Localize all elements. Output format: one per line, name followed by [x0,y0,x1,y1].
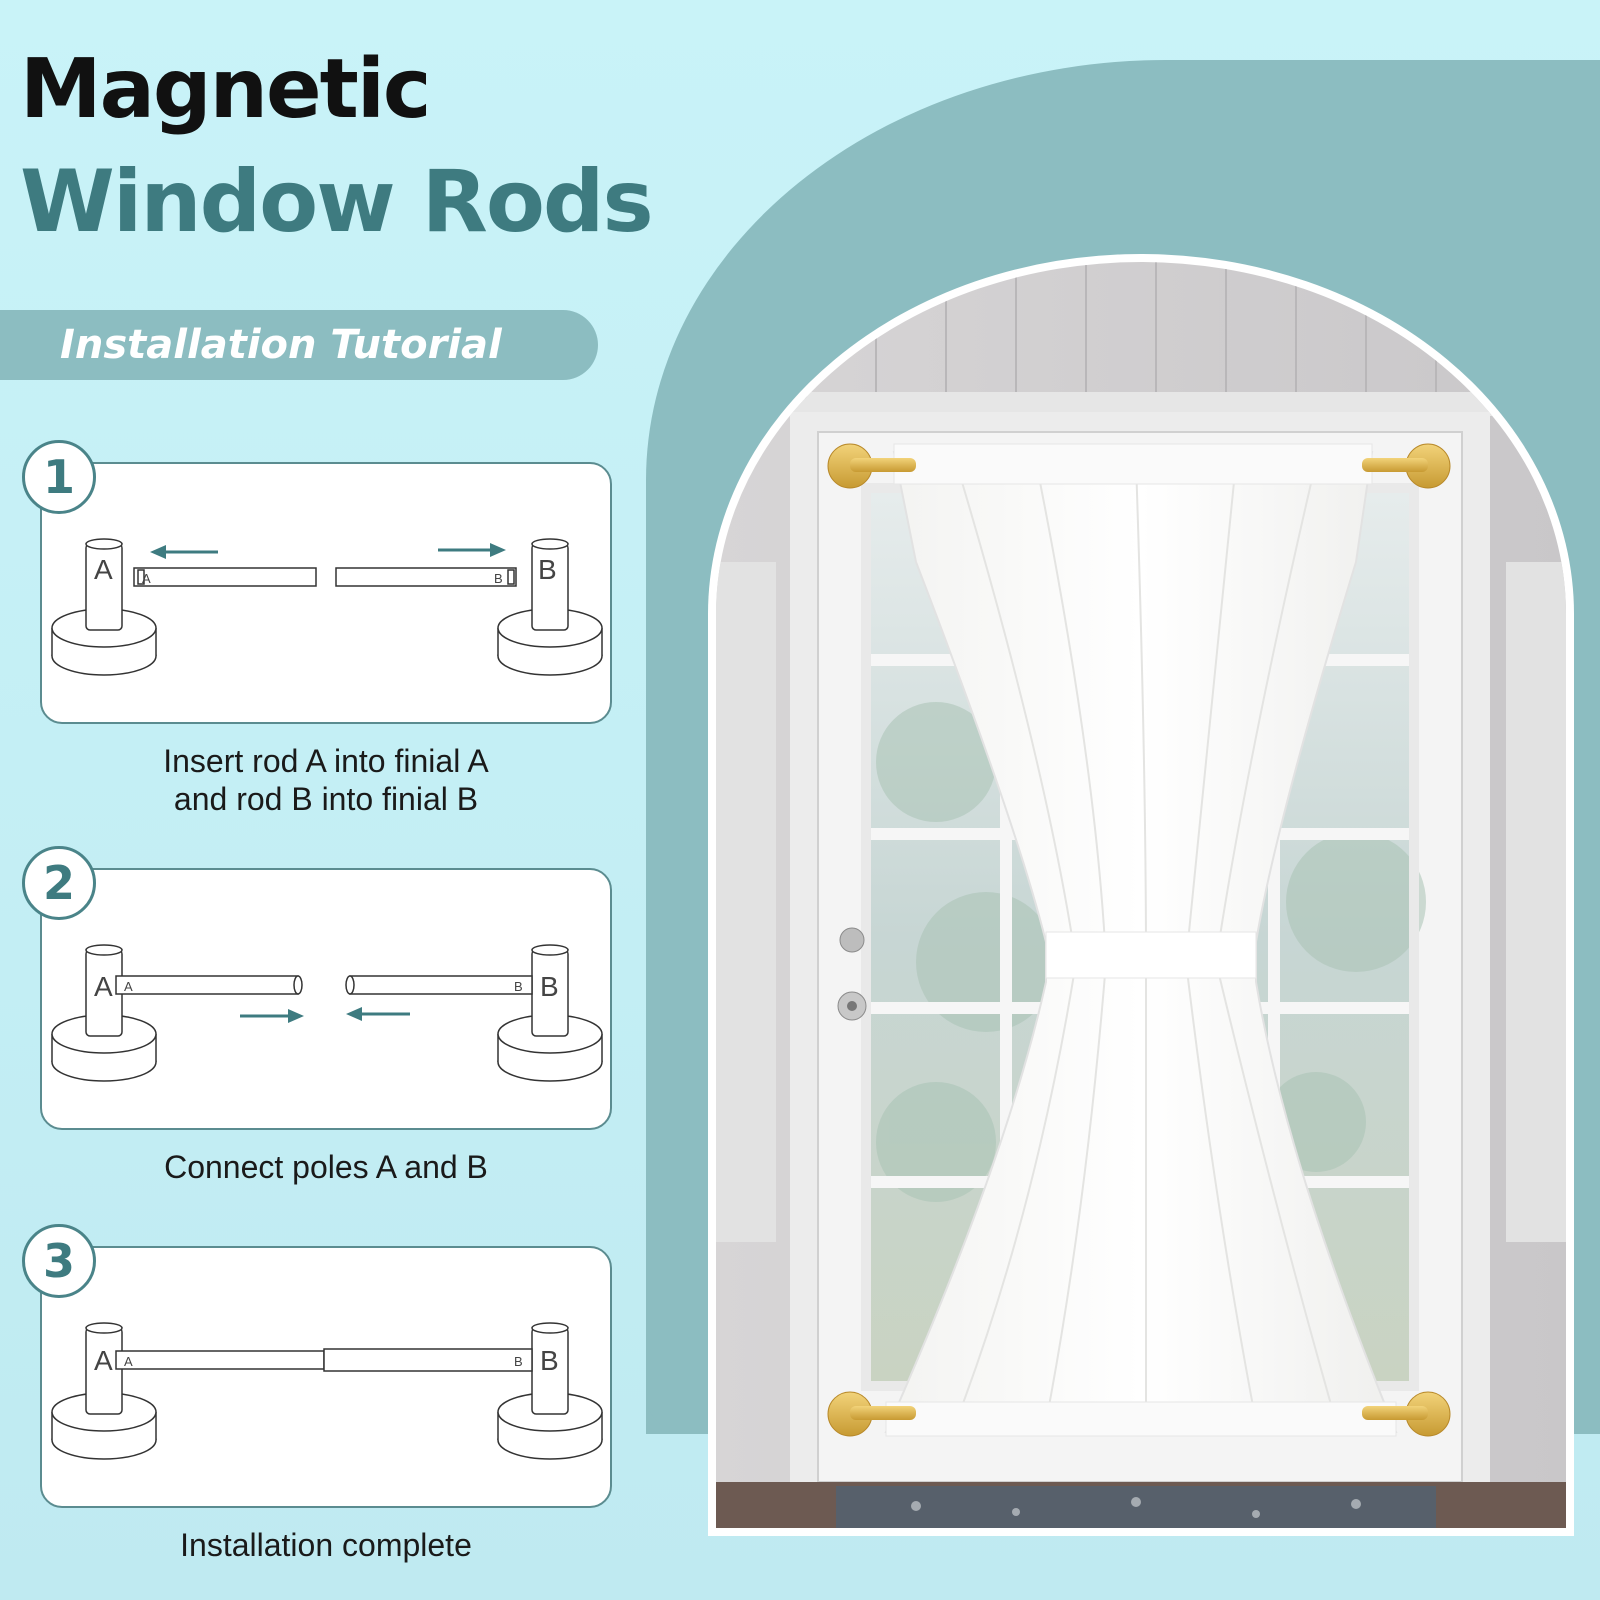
rod-gold-top [827,443,1451,489]
section-label: Installation Tutorial [60,322,502,368]
door-curtain-illustration [716,262,1566,1528]
finial-icon [51,1322,157,1460]
caption-line-1: Connect poles A and B [164,1149,488,1185]
caption-line-1: Insert rod A into finial A [163,743,489,779]
step-1-badge: 1 [22,440,96,514]
arrow-icon [150,545,218,559]
product-photo [708,254,1574,1536]
step-1-card: A B A B [40,462,612,724]
rod-label-left: A [124,1354,133,1369]
rod-label-right: B [494,571,503,586]
step-3-caption: Installation complete [40,1526,612,1564]
step-2-caption: Connect poles A and B [40,1148,612,1186]
step-1-diagram: A B A B [51,538,603,676]
step-number: 1 [42,450,75,504]
finial-icon [497,944,603,1082]
arrow-icon [240,1009,304,1023]
caption-line-2: and rod B into finial B [173,781,479,817]
rod-label-left: A [124,979,133,994]
finial-icon [51,538,157,676]
finial-label-left: A [94,1345,113,1376]
step-2-card: A B A B [40,868,612,1130]
step-3-badge: 3 [22,1224,96,1298]
step-number: 3 [42,1234,75,1288]
rod-label-left: A [142,571,151,586]
rod-label-right: B [514,1354,523,1369]
finial-icon [51,944,157,1082]
finial-label-left: A [94,971,113,1002]
title-window-rods: Window Rods [20,152,654,252]
step-number: 2 [42,856,75,910]
finial-label-right: B [540,1345,559,1376]
step-2-diagram: A B A B [51,944,603,1082]
arrow-icon [346,1007,410,1021]
step-2-badge: 2 [22,846,96,920]
finial-label-left: A [94,554,113,585]
finial-icon [497,1322,603,1460]
step-3-diagram: A B A B [51,1322,603,1460]
finial-label-right: B [540,971,559,1002]
step-3-card: A B A B [40,1246,612,1508]
arrow-icon [438,543,506,557]
step-1-caption: Insert rod A into finial A and rod B int… [40,742,612,818]
title-magnetic: Magnetic [20,42,432,137]
finial-icon [497,538,603,676]
finial-label-right: B [538,554,557,585]
rod-label-right: B [514,979,523,994]
caption-line-1: Installation complete [180,1527,472,1563]
section-pill: Installation Tutorial [0,310,598,380]
rod-gold-bottom [827,1391,1451,1437]
